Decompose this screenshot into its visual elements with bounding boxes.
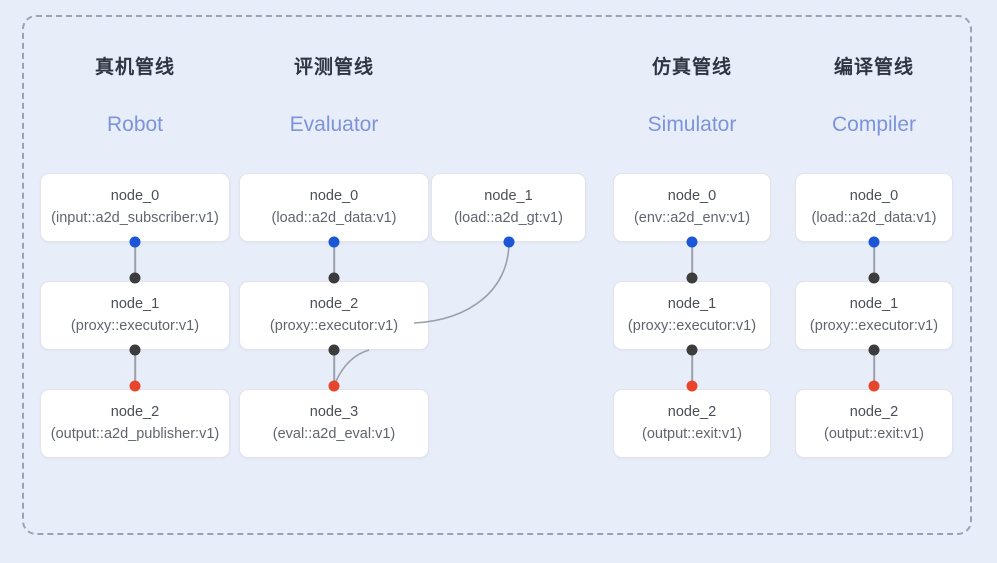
port-middle-evaluator-2-top[interactable] bbox=[328, 272, 340, 284]
node-compiler-1[interactable]: node_1 (proxy::executor:v1) bbox=[795, 281, 953, 350]
node-evaluator-3[interactable]: node_3 (eval::a2d_eval:v1) bbox=[239, 389, 429, 458]
edge-robot-1-2 bbox=[134, 350, 136, 386]
node-robot-0[interactable]: node_0 (input::a2d_subscriber:v1) bbox=[40, 173, 230, 242]
edge-evaluator-0-2 bbox=[333, 242, 335, 278]
column-title-cn-evaluator: 评测管线 bbox=[293, 57, 374, 78]
edge-robot-0-1 bbox=[134, 242, 136, 278]
pipeline-column-simulator: 仿真管线 Simulator bbox=[613, 52, 771, 137]
node-name: node_0 bbox=[849, 188, 899, 205]
node-name: node_2 bbox=[849, 404, 899, 421]
node-name: node_0 bbox=[309, 188, 359, 205]
node-spec: (output::a2d_publisher:v1) bbox=[50, 425, 220, 442]
column-title-cn-simulator: 仿真管线 bbox=[651, 57, 732, 78]
node-name: node_2 bbox=[110, 404, 160, 421]
port-middle-simulator-1-bottom[interactable] bbox=[686, 344, 698, 356]
edge-compiler-0-1 bbox=[873, 242, 875, 278]
node-name: node_0 bbox=[110, 188, 160, 205]
port-output-robot-2[interactable] bbox=[129, 380, 141, 392]
node-spec: (proxy::executor:v1) bbox=[809, 317, 939, 334]
node-spec: (proxy::executor:v1) bbox=[627, 317, 757, 334]
port-middle-robot-1-top[interactable] bbox=[129, 272, 141, 284]
node-robot-2[interactable]: node_2 (output::a2d_publisher:v1) bbox=[40, 389, 230, 458]
node-spec: (output::exit:v1) bbox=[824, 425, 924, 442]
node-spec: (load::a2d_data:v1) bbox=[271, 209, 397, 226]
node-simulator-0[interactable]: node_0 (env::a2d_env:v1) bbox=[613, 173, 771, 242]
column-title-en-evaluator: Evaluator bbox=[289, 113, 379, 136]
node-compiler-0[interactable]: node_0 (load::a2d_data:v1) bbox=[795, 173, 953, 242]
node-name: node_1 bbox=[110, 296, 160, 313]
node-name: node_0 bbox=[667, 188, 717, 205]
port-middle-simulator-1-top[interactable] bbox=[686, 272, 698, 284]
node-evaluator-2[interactable]: node_2 (proxy::executor:v1) bbox=[239, 281, 429, 350]
port-output-evaluator-3[interactable] bbox=[328, 380, 340, 392]
port-output-compiler-2[interactable] bbox=[868, 380, 880, 392]
port-output-simulator-2[interactable] bbox=[686, 380, 698, 392]
diagram-dashed-frame bbox=[22, 15, 972, 535]
port-input-evaluator-1-gt[interactable] bbox=[503, 236, 515, 248]
node-spec: (env::a2d_env:v1) bbox=[633, 209, 751, 226]
node-robot-1[interactable]: node_1 (proxy::executor:v1) bbox=[40, 281, 230, 350]
column-title-en-simulator: Simulator bbox=[647, 113, 737, 136]
port-middle-compiler-1-bottom[interactable] bbox=[868, 344, 880, 356]
edge-simulator-0-1 bbox=[691, 242, 693, 278]
node-evaluator-1-gt[interactable]: node_1 (load::a2d_gt:v1) bbox=[431, 173, 586, 242]
node-name: node_1 bbox=[484, 188, 533, 205]
node-simulator-2[interactable]: node_2 (output::exit:v1) bbox=[613, 389, 771, 458]
port-middle-evaluator-2-bottom[interactable] bbox=[328, 344, 340, 356]
node-compiler-2[interactable]: node_2 (output::exit:v1) bbox=[795, 389, 953, 458]
column-title-en-robot: Robot bbox=[106, 113, 164, 136]
port-input-compiler-0[interactable] bbox=[868, 236, 880, 248]
pipeline-column-robot: 真机管线 Robot bbox=[40, 52, 230, 137]
pipeline-column-evaluator: 评测管线 Evaluator bbox=[239, 52, 429, 137]
node-name: node_2 bbox=[309, 296, 359, 313]
edge-compiler-1-2 bbox=[873, 350, 875, 386]
node-spec: (proxy::executor:v1) bbox=[70, 317, 200, 334]
column-title-cn-compiler: 编译管线 bbox=[833, 57, 914, 78]
edge-simulator-1-2 bbox=[691, 350, 693, 386]
node-name: node_1 bbox=[667, 296, 717, 313]
port-input-simulator-0[interactable] bbox=[686, 236, 698, 248]
pipeline-column-compiler: 编译管线 Compiler bbox=[795, 52, 953, 137]
node-name: node_1 bbox=[849, 296, 899, 313]
port-middle-robot-1-bottom[interactable] bbox=[129, 344, 141, 356]
column-title-cn-robot: 真机管线 bbox=[94, 57, 175, 78]
node-spec: (input::a2d_subscriber:v1) bbox=[51, 209, 219, 226]
column-title-en-compiler: Compiler bbox=[831, 113, 917, 136]
node-name: node_3 bbox=[309, 404, 359, 421]
port-input-robot-0[interactable] bbox=[129, 236, 141, 248]
port-input-evaluator-0[interactable] bbox=[328, 236, 340, 248]
node-spec: (load::a2d_gt:v1) bbox=[454, 209, 563, 226]
node-spec: (eval::a2d_eval:v1) bbox=[272, 425, 396, 442]
node-simulator-1[interactable]: node_1 (proxy::executor:v1) bbox=[613, 281, 771, 350]
node-spec: (output::exit:v1) bbox=[642, 425, 742, 442]
node-name: node_2 bbox=[667, 404, 717, 421]
node-evaluator-0[interactable]: node_0 (load::a2d_data:v1) bbox=[239, 173, 429, 242]
port-middle-compiler-1-top[interactable] bbox=[868, 272, 880, 284]
node-spec: (load::a2d_data:v1) bbox=[811, 209, 937, 226]
node-spec: (proxy::executor:v1) bbox=[269, 317, 399, 334]
